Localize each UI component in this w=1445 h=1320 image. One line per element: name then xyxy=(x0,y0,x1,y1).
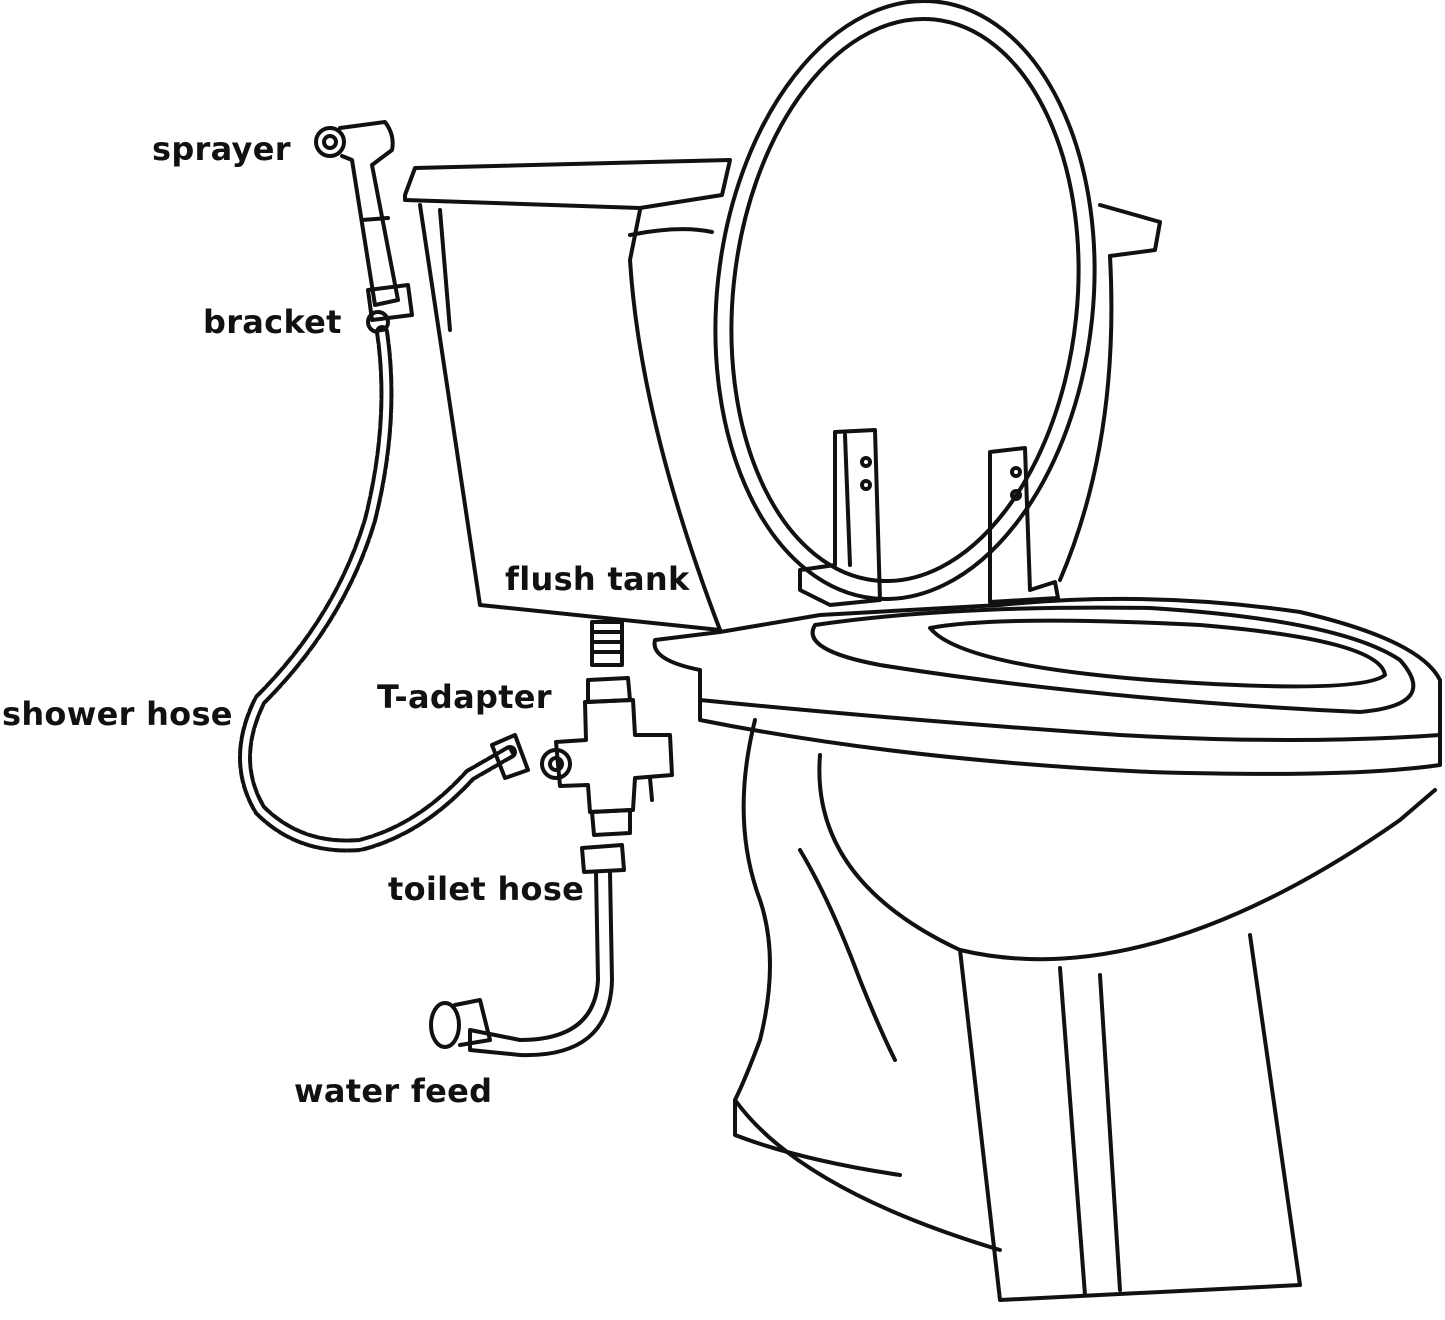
flush-tank-drawing xyxy=(403,158,1162,632)
t-adapter-drawing xyxy=(540,620,674,837)
seat-hinges-drawing xyxy=(798,428,1060,607)
label-water-feed: water feed xyxy=(294,1072,493,1110)
shower-hose-drawing xyxy=(238,325,530,853)
toilet-hose-drawing xyxy=(429,843,626,1058)
label-shower-hose: shower hose xyxy=(2,695,233,733)
label-toilet-hose: toilet hose xyxy=(388,870,585,908)
sprayer-drawing xyxy=(314,120,414,334)
label-t-adapter: T-adapter xyxy=(377,678,552,716)
label-sprayer: sprayer xyxy=(152,130,291,168)
toilet-lid-drawing xyxy=(713,0,1097,602)
label-flush-tank: flush tank xyxy=(505,560,690,598)
label-bracket: bracket xyxy=(203,303,342,341)
toilet-bowl-drawing xyxy=(652,596,1442,1302)
